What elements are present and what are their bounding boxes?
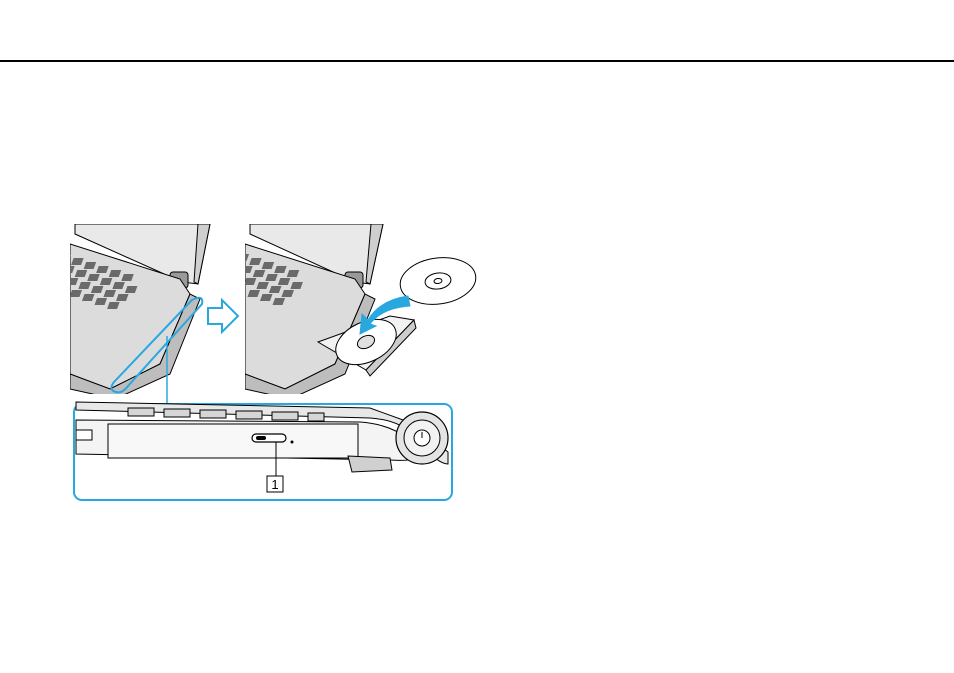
drive-closeup: 1 — [74, 402, 452, 500]
laptop-open-illustration — [237, 224, 479, 399]
arrow-right-icon — [208, 300, 238, 332]
callout-number: 1 — [271, 477, 278, 492]
usb-port — [76, 430, 92, 440]
header-rule — [0, 60, 954, 62]
figure-svg: 1 — [70, 224, 480, 504]
indicator-light — [291, 441, 294, 444]
laptop-closed-illustration — [70, 224, 210, 404]
drive-bay — [108, 424, 358, 458]
optical-drive-figure: 1 — [70, 224, 480, 504]
